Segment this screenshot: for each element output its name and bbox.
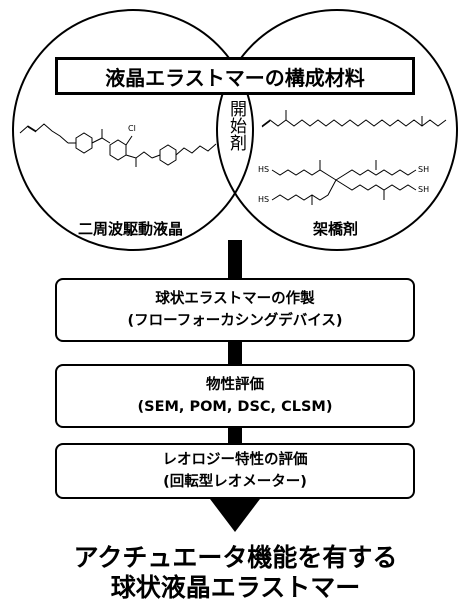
liquid-crystal-molecule	[19, 123, 217, 167]
atom-label-sh-top: SH	[418, 165, 430, 174]
step-property-evaluation: 物性評価 (SEM, POM, DSC, CLSM)	[55, 364, 415, 428]
step-property-detail: (SEM, POM, DSC, CLSM)	[137, 399, 333, 415]
atom-label-hs-top: HS	[258, 165, 270, 174]
right-circle	[216, 9, 458, 251]
step-rheology-detail: (回転型レオメーター)	[163, 474, 307, 490]
left-circle-label: 二周波駆動液晶	[78, 220, 184, 238]
components-title-text: 液晶エラストマーの構成材料	[105, 65, 365, 90]
atom-label-sh-bottom: SH	[418, 185, 430, 194]
atom-label-cl: Cl	[128, 124, 136, 133]
tetrathiol-molecule	[271, 160, 417, 205]
initiator-text: 開始剤	[226, 100, 246, 151]
step-fabrication: 球状エラストマーの作製 (フローフォーカシングデバイス)	[55, 278, 415, 342]
initiator-label: 開始剤	[222, 100, 248, 160]
diacrylate-molecule	[261, 110, 447, 128]
right-circle-label: 架橋剤	[313, 220, 359, 238]
final-result-line2: 球状液晶エラストマー	[110, 573, 361, 602]
step-fabrication-detail: (フローフォーカシングデバイス)	[127, 313, 343, 329]
atom-label-hs-bottom: HS	[258, 195, 270, 204]
step-property-title: 物性評価	[206, 377, 264, 393]
components-title: 液晶エラストマーの構成材料	[55, 57, 415, 95]
final-result-line1: アクチュエータ機能を有する	[73, 543, 398, 572]
step-rheology-title: レオロジー特性の評価	[162, 452, 308, 468]
step-fabrication-title: 球状エラストマーの作製	[155, 291, 315, 307]
down-arrow	[207, 495, 263, 532]
step-rheology: レオロジー特性の評価 (回転型レオメーター)	[55, 443, 415, 499]
